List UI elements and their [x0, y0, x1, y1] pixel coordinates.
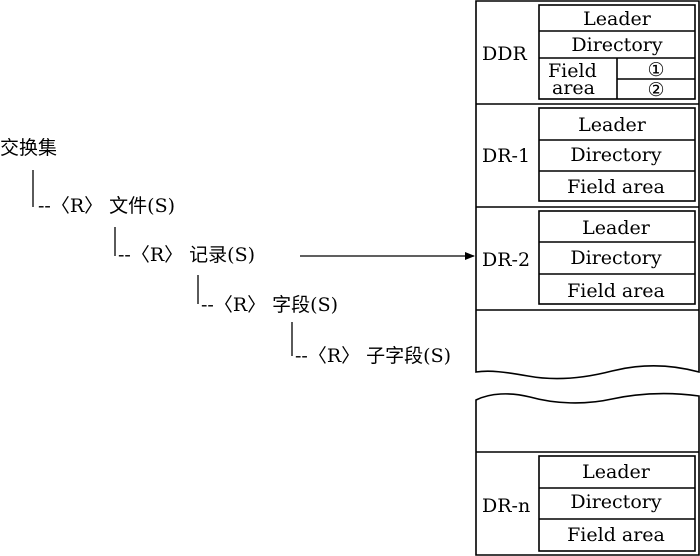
hierarchy-tree: 交换集 --〈R〉 文件(S) --〈R〉 记录(S) --〈R〉 字段(S) …: [0, 137, 475, 367]
record-stack-lower-outline: [475, 392, 700, 556]
ddr-record: DDR Leader Directory Field area ① ②: [482, 4, 696, 101]
record-stack-upper-outline: [475, 0, 700, 380]
dr2-leader: Leader: [582, 217, 651, 239]
dr2-directory: Directory: [570, 247, 661, 269]
ddr-mark-1: ①: [647, 59, 664, 81]
dr2-record: DR-2 Leader Directory Field area: [482, 210, 696, 305]
dr1-directory: Directory: [570, 144, 661, 166]
dr2-inner-box: [538, 210, 696, 305]
tree-node-field: --〈R〉 字段(S): [201, 294, 338, 316]
ddr-label: DDR: [482, 43, 527, 65]
ddr-field-line2: area: [552, 77, 595, 99]
drn-record: DR-n Leader Directory Field area: [482, 455, 696, 552]
tree-node-record: --〈R〉 记录(S): [118, 244, 255, 266]
drn-label: DR-n: [482, 495, 530, 517]
dr1-record: DR-1 Leader Directory Field area: [482, 107, 696, 202]
ddr-leader: Leader: [583, 8, 652, 30]
tree-root-label: 交换集: [0, 137, 57, 159]
ddr-field-line1: Field: [548, 60, 597, 82]
ddr-directory: Directory: [571, 34, 662, 56]
tree-node-subfield: --〈R〉 子字段(S): [295, 345, 451, 367]
dr2-field-area: Field area: [567, 280, 665, 302]
dr2-label: DR-2: [482, 249, 530, 271]
drn-inner-box: [538, 455, 696, 552]
ddr-mark-2: ②: [647, 79, 664, 101]
tree-node-file: --〈R〉 文件(S): [38, 195, 175, 217]
dr1-label: DR-1: [482, 145, 530, 167]
record-stack: DDR Leader Directory Field area ① ② DR-1…: [475, 0, 700, 556]
dr1-field-area: Field area: [567, 176, 665, 198]
drn-field-area: Field area: [567, 524, 665, 546]
drn-directory: Directory: [570, 491, 661, 513]
dr1-leader: Leader: [578, 114, 647, 136]
dr1-inner-box: [538, 107, 696, 202]
drn-leader: Leader: [582, 461, 651, 483]
